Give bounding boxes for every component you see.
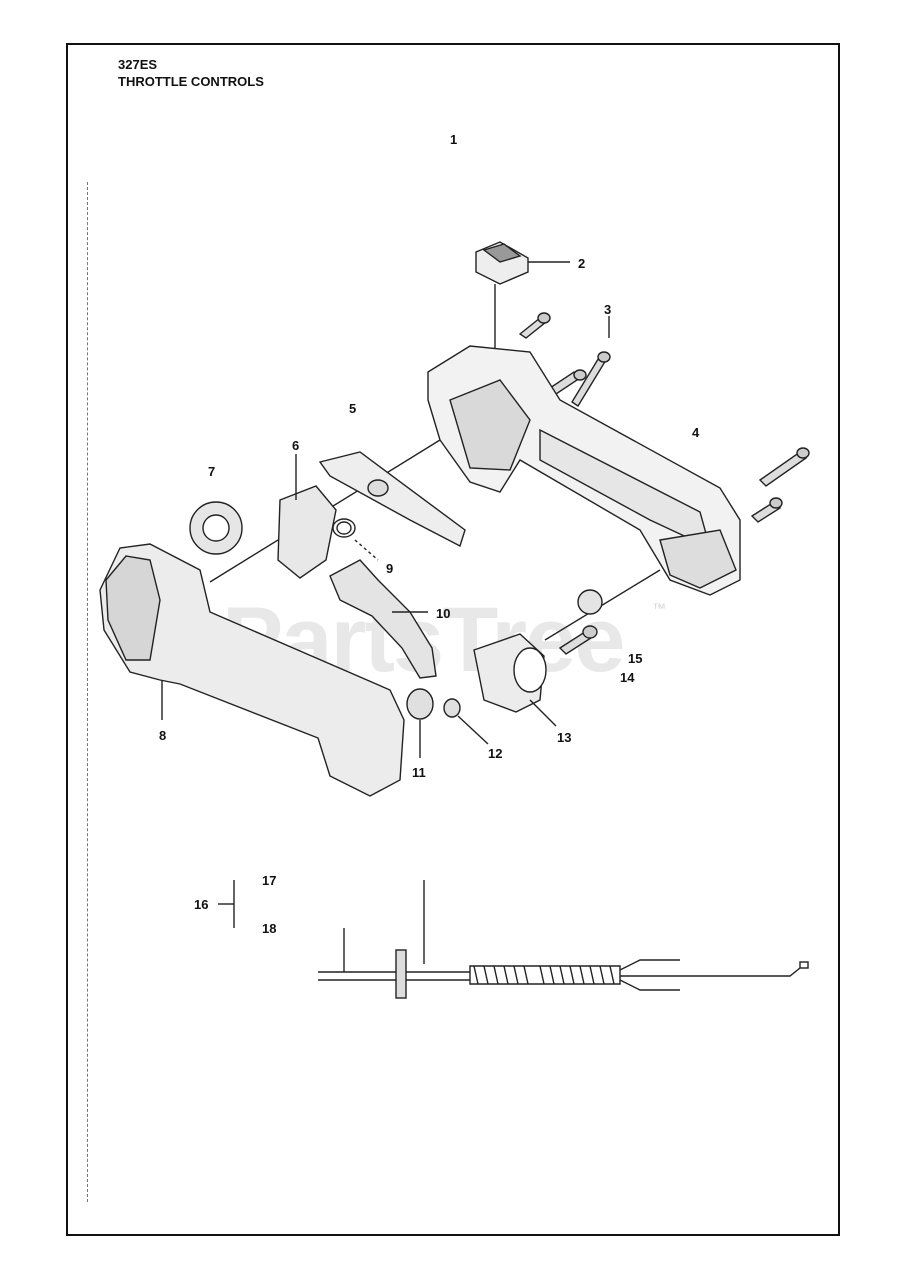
callout-14: 14 [620,670,635,685]
page-frame [66,43,840,1236]
callout-9: 9 [386,561,394,576]
part-10-throttle-trigger [329,559,437,679]
part-8-handle [99,543,405,797]
dashed-boundary-line [87,182,88,1202]
callout-10: 10 [436,606,451,621]
part-11-knob [406,688,434,758]
callout-11: 11 [412,765,426,780]
part-5-throttle-rod [318,451,466,548]
part-9-spring [332,518,379,561]
model-number: 327ES [118,57,158,72]
part-14-15-screw-washer [558,589,603,655]
callout-17: 17 [262,873,277,888]
part-16-cable-assembly [218,880,809,999]
callout-3: 3 [604,302,612,317]
part-6-bracket [277,454,337,579]
callout-18: 18 [262,921,277,936]
watermark-trademark: ™ [652,600,666,616]
callout-4: 4 [692,425,700,440]
page-title: THROTTLE CONTROLS [118,74,264,89]
callout-16: 16 [194,897,209,912]
callout-5: 5 [349,401,357,416]
callout-7: 7 [208,464,216,479]
callout-13: 13 [557,730,572,745]
callout-12: 12 [488,746,503,761]
callout-2: 2 [578,256,586,271]
page-header: 327ES THROTTLE CONTROLS [118,56,264,90]
part-12-nut [443,698,489,745]
part-7-gear-ring [189,501,243,555]
part-4-housing [427,345,741,596]
part-2-switch [475,241,570,352]
callout-8: 8 [159,728,167,743]
assembly-axis-line-2 [544,569,661,641]
part-3-screws [518,312,810,523]
callout-15: 15 [628,651,643,666]
part-13-clamp [473,633,557,727]
callout-1: 1 [450,132,458,147]
callout-6: 6 [292,438,300,453]
